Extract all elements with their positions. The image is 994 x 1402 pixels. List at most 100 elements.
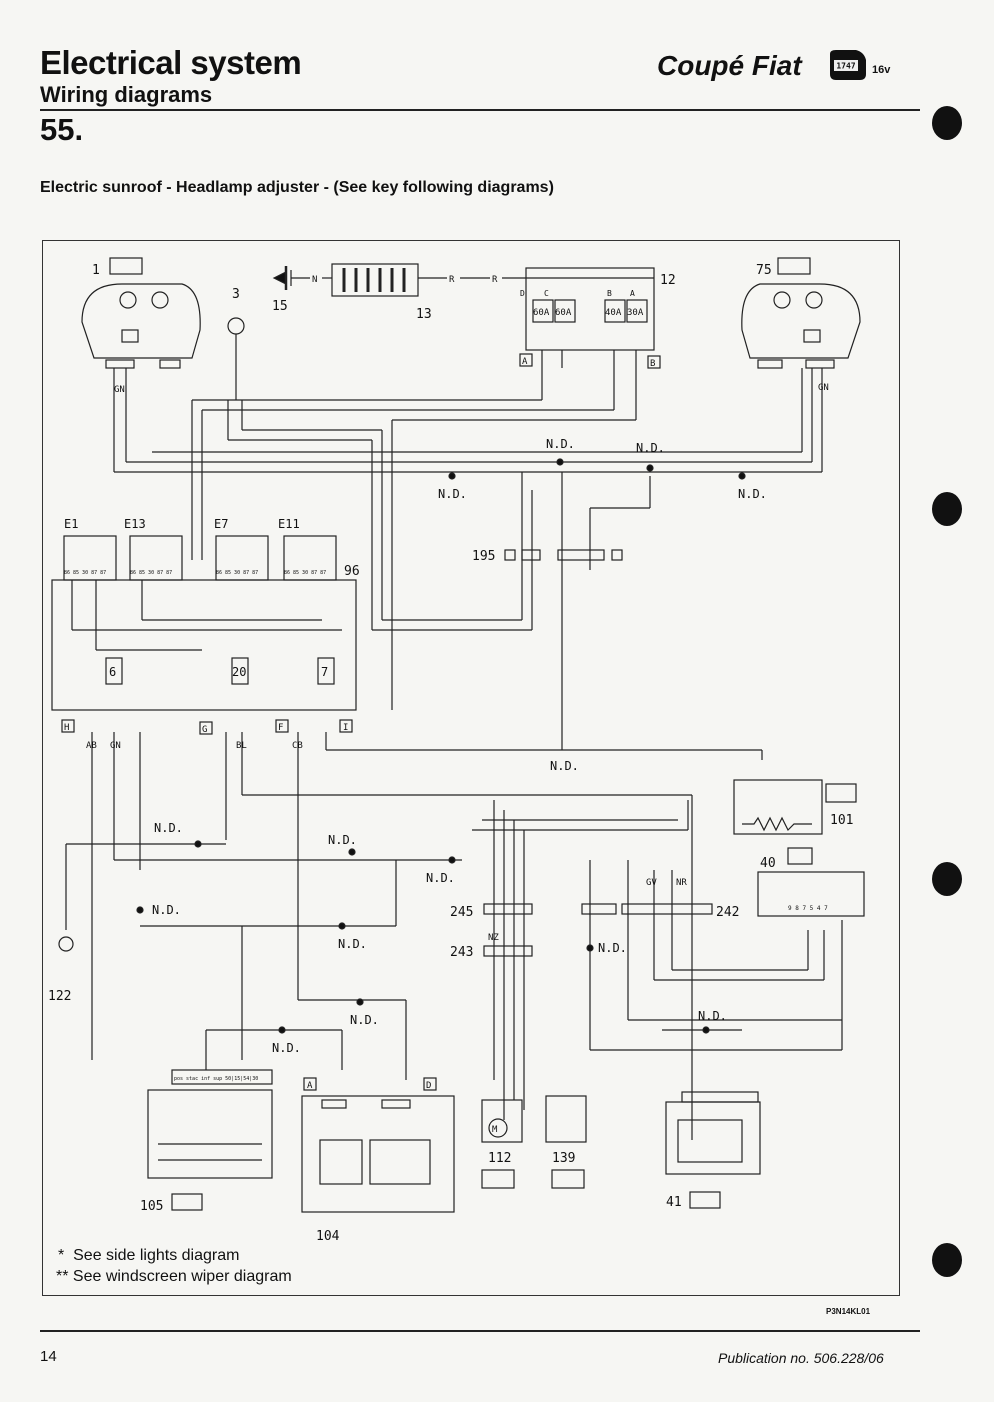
component-41-label: 41 (666, 1195, 682, 1210)
node-label: N.D. (272, 1041, 301, 1055)
punch-hole (932, 492, 962, 526)
svg-text:G: G (202, 725, 207, 735)
component-101 (733, 779, 823, 835)
switch-icon (171, 1193, 203, 1211)
lower-harness (65, 732, 843, 1140)
component-1-label: 1 (92, 263, 100, 278)
node-label: N.D. (328, 833, 357, 847)
wire-label: R (449, 275, 455, 285)
connector-i (339, 719, 353, 733)
fuse-letter: C (544, 289, 549, 298)
publication-number: Publication no. 506.228/06 (718, 1350, 884, 1366)
svg-text:H: H (64, 723, 69, 733)
component-139 (545, 1095, 587, 1143)
punch-hole (932, 862, 962, 896)
headlamp-icon (825, 783, 857, 803)
component-15-label: 15 (272, 299, 288, 314)
module-7: 7 (321, 665, 328, 679)
relay-e7-label: E7 (214, 517, 228, 531)
component-40-label: 40 (760, 856, 776, 871)
starter-component: R R (331, 263, 526, 297)
diagram-title: Electric sunroof - Headlamp adjuster - (… (40, 179, 554, 196)
component-112-label: 112 (488, 1151, 511, 1166)
module-6: 6 (109, 665, 116, 679)
connector-195-a (557, 549, 605, 561)
node-label: N.D. (636, 441, 665, 455)
component-12-label: 12 (660, 273, 676, 288)
diagram-frame (42, 240, 900, 1296)
connector-245 (483, 903, 533, 915)
relay-pins: 86 85 30 87 87 (130, 570, 172, 576)
component-242-label: 242 (716, 905, 739, 920)
fuse-box: 60A 60A 40A 30A D C B A A B (519, 267, 661, 369)
punch-hole (932, 1243, 962, 1277)
node-label: N.D. (598, 941, 627, 955)
fuse-letter: B (607, 289, 612, 298)
svg-text:BL: BL (236, 741, 247, 751)
brand-logo-text: 1747 (836, 62, 855, 71)
page-title: Electrical system (40, 44, 302, 81)
reference-code: P3N14KL01 (826, 1307, 871, 1316)
fuse-letter: D (520, 289, 525, 298)
relay-e13-label: E13 (124, 517, 146, 531)
component-3-label: 3 (232, 287, 240, 302)
component-195-label: 195 (472, 549, 495, 564)
relay-box: E1 E13 E7 E11 86 85 30 87 87 86 85 30 87… (51, 517, 357, 711)
svg-text:A: A (307, 1081, 313, 1091)
connector-pins: 9 8 7 5 4 7 (788, 905, 828, 912)
svg-text:GN: GN (818, 383, 829, 393)
component-104-label: 104 (316, 1229, 340, 1244)
svg-text:NR: NR (676, 878, 687, 888)
component-139-label: 139 (552, 1151, 575, 1166)
punch-hole (932, 106, 962, 140)
note-windscreen-wiper: ** See windscreen wiper diagram (56, 1268, 292, 1285)
brand-name: Coupé Fiat (657, 50, 802, 81)
node-label: N.D. (426, 871, 455, 885)
fuse-letter: A (630, 289, 635, 298)
fuse-rating: 60A (555, 308, 572, 318)
node-label: N.D. (738, 487, 767, 501)
node-label: N.D. (154, 821, 183, 835)
component-96-label: 96 (344, 564, 360, 579)
sunroof-icon (481, 1169, 515, 1189)
component-105-label: 105 (140, 1199, 163, 1214)
svg-text:AB: AB (86, 741, 97, 751)
page-subtitle: Wiring diagrams (40, 82, 213, 107)
relay-pins: 86 85 30 87 87 (216, 570, 258, 576)
component-245-label: 245 (450, 905, 473, 920)
connector-label-b: B (650, 359, 655, 369)
component-122-icon (58, 936, 74, 952)
fuse-rating: 40A (605, 308, 622, 318)
component-243-label: 243 (450, 945, 473, 960)
svg-text:D: D (426, 1081, 431, 1091)
footer-rule (40, 1330, 920, 1332)
connector-h (61, 719, 75, 733)
sensor-icon (227, 317, 245, 335)
sunroof-icon (787, 847, 813, 865)
wire-label: R (492, 275, 498, 285)
node-label: N.D. (438, 487, 467, 501)
svg-text:F: F (278, 723, 283, 733)
component-101-label: 101 (830, 813, 853, 828)
node-label: N.D. (698, 1009, 727, 1023)
wire-harness (113, 368, 823, 750)
headlamp-icon (109, 257, 143, 275)
node-label: N.D. (152, 903, 181, 917)
module-20: 20 (232, 665, 246, 679)
connector-g (199, 721, 213, 735)
component-112: M (481, 1099, 523, 1143)
svg-text:NZ: NZ (488, 933, 499, 943)
svg-text:I: I (343, 723, 348, 733)
svg-text:M: M (492, 1125, 498, 1135)
header-rule (40, 109, 920, 111)
headlamp-right (741, 283, 861, 369)
node-label: N.D. (350, 1013, 379, 1027)
component-105: pos stac inf sup 50|15|54|30 (147, 1069, 273, 1179)
note-side-lights: * See side lights diagram (58, 1247, 240, 1264)
battery-symbol: N (272, 266, 332, 290)
node-label: N.D. (546, 437, 575, 451)
fuse-rating: 60A (533, 308, 550, 318)
connector-242-left (581, 903, 617, 915)
connector-242-right (621, 903, 713, 915)
headlamp-left (81, 283, 201, 369)
